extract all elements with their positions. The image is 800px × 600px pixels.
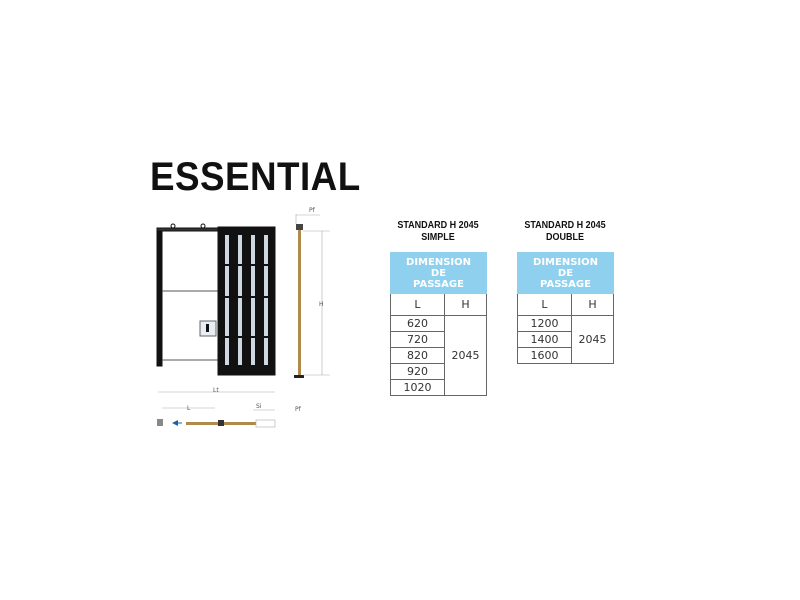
col-l-header: L: [517, 293, 572, 316]
pf-label: Pf: [309, 207, 316, 214]
frame-side-view: Pf H: [294, 207, 330, 378]
table-header: DIMENSION DE PASSAGE: [390, 252, 487, 294]
double-caption: STANDARD H 2045 DOUBLE: [522, 220, 608, 244]
col-h-header: H: [444, 293, 487, 316]
double-caption-line2: DOUBLE: [545, 232, 584, 243]
header-line: PASSAGE: [540, 278, 591, 290]
width-cell: 720: [390, 331, 445, 348]
width-cell: 1400: [517, 331, 572, 348]
height-label: H: [319, 301, 324, 308]
simple-caption-line1: STANDARD H 2045: [397, 220, 479, 231]
width-cell: 820: [390, 347, 445, 364]
header-line: DIMENSION: [406, 256, 471, 268]
product-title: ESSENTIAL: [150, 155, 361, 199]
header-line: PASSAGE: [413, 278, 464, 290]
double-caption-line1: STANDARD H 2045: [524, 220, 606, 231]
width-cell: 1200: [517, 315, 572, 332]
table-header: DIMENSION DE PASSAGE: [517, 252, 614, 294]
height-cell: 2045: [571, 315, 614, 364]
frame-top-view: Lt L Si Pf: [157, 387, 302, 428]
width-cell: 1600: [517, 347, 572, 364]
col-h-header: H: [571, 293, 614, 316]
header-line: DE: [557, 267, 574, 279]
header-line: DIMENSION: [533, 256, 598, 268]
simple-caption: STANDARD H 2045 SIMPLE: [395, 220, 481, 244]
pf-bottom-label: Pf: [295, 406, 302, 413]
width-cell: 920: [390, 363, 445, 380]
width-cell: 1020: [390, 379, 445, 396]
slide-direction-arrow-icon: [172, 420, 182, 426]
l-label: L: [187, 405, 191, 412]
width-cell: 620: [390, 315, 445, 332]
header-line: DE: [430, 267, 447, 279]
lt-label: Lt: [213, 387, 219, 394]
table-row: 1600: [517, 347, 614, 364]
frame-front-view: [156, 223, 276, 376]
si-label: Si: [256, 403, 262, 410]
simple-caption-line2: SIMPLE: [421, 232, 455, 243]
height-cell: 2045: [444, 315, 487, 396]
col-l-header: L: [390, 293, 445, 316]
table-row: 1020: [390, 379, 487, 396]
